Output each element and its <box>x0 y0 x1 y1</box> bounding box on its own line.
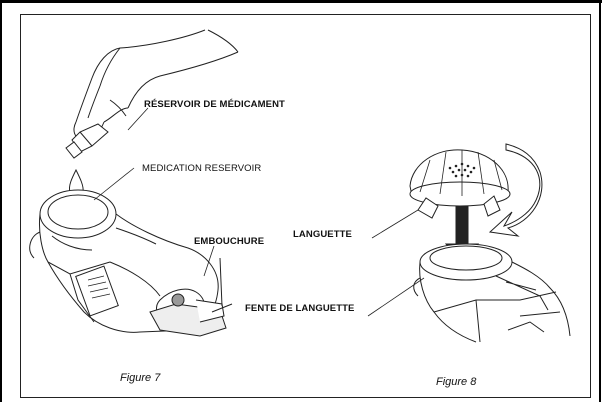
caption-figure-8: Figure 8 <box>436 376 476 388</box>
mouthpiece-fig7 <box>150 258 232 336</box>
inhaler-body-fig8 <box>414 244 570 342</box>
caption-figure-7: Figure 7 <box>120 372 160 384</box>
leader-lines <box>94 108 424 316</box>
label-reservoir-fr: RÉSERVOIR DE MÉDICAMENT <box>144 99 285 110</box>
label-reservoir-en: MEDICATION RESERVOIR <box>142 163 261 174</box>
label-languette: LANGUETTE <box>293 229 352 240</box>
hand-drawing <box>74 30 238 140</box>
label-embouchure: EMBOUCHURE <box>194 236 264 247</box>
label-fente-languette: FENTE DE LANGUETTE <box>245 303 354 314</box>
dropper-bottle <box>66 124 108 158</box>
